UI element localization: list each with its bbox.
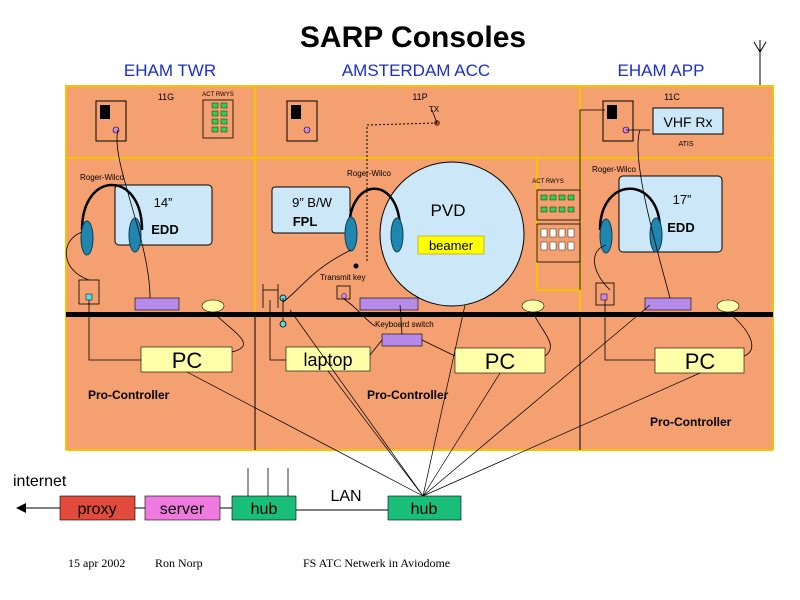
jack-acc — [262, 284, 287, 308]
roger-wilco-app: Roger-Wilco — [592, 165, 637, 174]
hub-right-box — [387, 495, 462, 521]
hub-left-label: hub — [251, 501, 278, 518]
radio-acc-tx: TX — [429, 105, 440, 114]
proxy-box — [59, 495, 136, 521]
headset-app-icon — [598, 187, 663, 254]
radio-app: 11C VHF Rx ATIS — [602, 92, 724, 148]
mouse-twr — [201, 299, 225, 313]
vhf-rx-box — [652, 107, 724, 135]
radio-acc: 11P TX — [286, 92, 440, 142]
lan-cables — [186, 304, 701, 497]
transmit-key-label: Transmit key — [320, 273, 366, 282]
footer-author: Ron Norp — [155, 556, 203, 570]
pvd-display — [379, 161, 525, 307]
pc-acc-label: PC — [485, 349, 516, 374]
vhf-rx-label: VHF Rx — [664, 114, 713, 130]
pc-app — [654, 347, 745, 374]
server-label: server — [160, 501, 205, 518]
transmit-key-dot — [353, 263, 359, 269]
pc-twr — [140, 346, 233, 373]
roger-wilco-acc: Roger-Wilco — [347, 169, 392, 178]
desk-edge — [66, 312, 773, 317]
radio-acc-label: 11P — [412, 92, 427, 102]
section-acc-title: AMSTERDAM ACC — [342, 61, 490, 80]
roger-wilco-twr: Roger-Wilco — [80, 173, 125, 182]
radio-twr: 11G — [95, 92, 174, 142]
monitor-app-size: 17” — [673, 192, 692, 207]
atis-label: ATIS — [678, 141, 693, 148]
act-rwys-acc-label: ACT RWYS — [532, 179, 563, 185]
act-rwys-twr-label: ACT RWYS — [202, 92, 233, 98]
act-rwys-twr-panel: ACT RWYS — [202, 92, 234, 139]
monitor-acc-size: 9” B/W — [292, 195, 332, 210]
transmit-key-box — [336, 285, 351, 300]
console-cables — [65, 109, 753, 361]
laptop-acc — [285, 346, 371, 372]
mouse-acc — [521, 299, 545, 313]
beamer-label: beamer — [429, 238, 474, 253]
keyboard-acc — [359, 297, 419, 311]
headset-twr-icon — [80, 183, 144, 256]
hub-left-box — [231, 495, 297, 521]
diagram-title: SARP Consoles — [300, 21, 526, 54]
headset-acc-icon — [344, 187, 404, 253]
server-box — [144, 495, 221, 521]
section-app-title: EHAM APP — [618, 61, 705, 80]
tx-cable — [366, 122, 438, 262]
internet-label: internet — [13, 473, 67, 490]
monitor-app-name: EDD — [667, 220, 694, 235]
pc-acc — [454, 347, 546, 374]
laptop-label: laptop — [303, 350, 352, 370]
pro-controller-twr: Pro-Controller — [88, 388, 170, 402]
keyboard-app — [644, 297, 692, 311]
pc-app-label: PC — [685, 349, 716, 374]
act-rwys-acc-panel: ACT RWYS — [532, 179, 581, 263]
footer-date: 15 apr 2002 — [68, 556, 125, 570]
pvd-label: PVD — [431, 201, 466, 220]
mouse-app — [716, 299, 740, 313]
keyboard-switch — [381, 333, 423, 347]
footer-caption: FS ATC Netwerk in Aviodome — [303, 556, 450, 570]
radio-app-label: 11C — [664, 92, 680, 102]
monitor-twr-size: 14” — [154, 195, 173, 210]
pro-controller-acc: Pro-Controller — [367, 388, 449, 402]
proxy-label: proxy — [77, 501, 116, 518]
hub-right-label: hub — [411, 501, 438, 518]
hub-left-ports — [247, 468, 289, 496]
monitor-twr-name: EDD — [151, 222, 178, 237]
section-twr-title: EHAM TWR — [124, 61, 216, 80]
antenna-icon — [720, 40, 767, 89]
keyboard-twr — [134, 297, 180, 311]
monitor-app — [618, 175, 723, 253]
beamer-box — [417, 235, 485, 255]
keyboard-switch-label: Keyboard switch — [375, 320, 434, 329]
monitor-acc — [271, 186, 351, 234]
lan-label: LAN — [330, 488, 361, 505]
internet-arrow-icon — [16, 503, 60, 513]
pc-twr-label: PC — [172, 348, 203, 373]
pro-controller-app: Pro-Controller — [650, 415, 732, 429]
radio-twr-label: 11G — [158, 92, 174, 102]
monitor-acc-name: FPL — [293, 214, 318, 229]
